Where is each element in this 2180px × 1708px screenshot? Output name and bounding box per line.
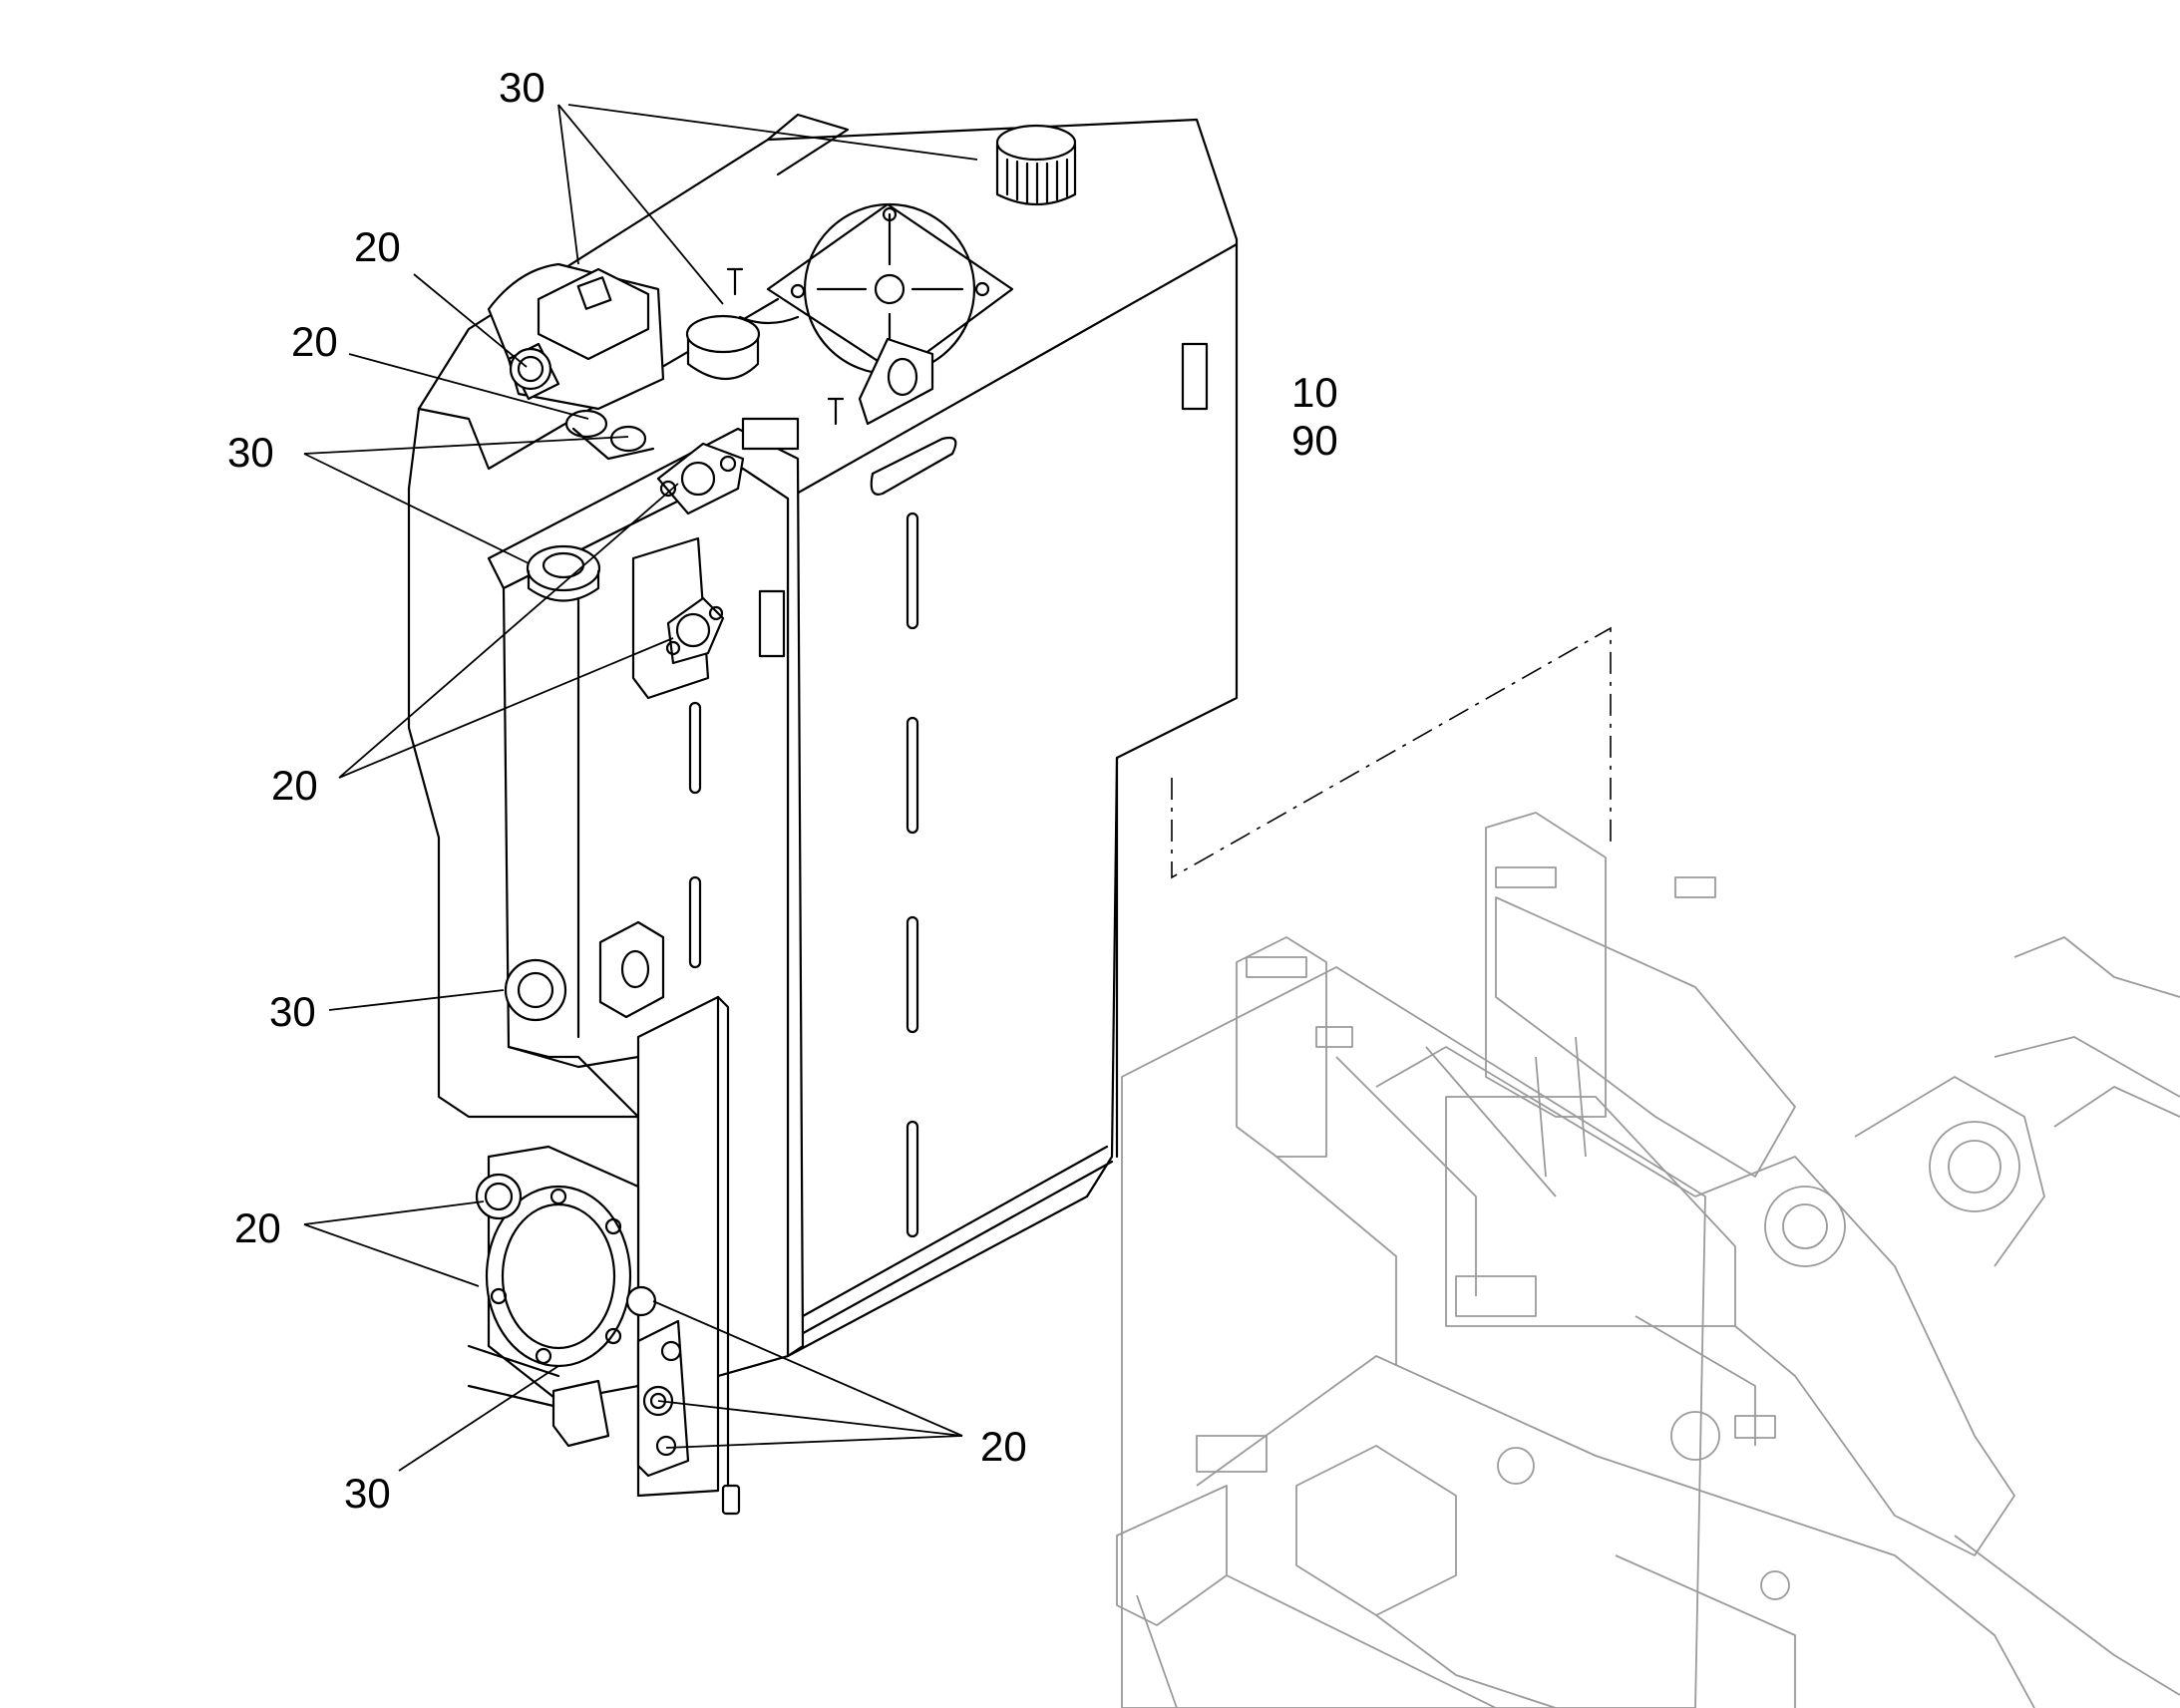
callout-mid-20: 20 [271,762,318,809]
drain-plate [625,1285,690,1478]
callout-upper-20-a: 20 [354,223,401,270]
callout-right-90: 90 [1291,417,1338,464]
filter-housing [467,1145,640,1448]
callout-bottom-20-right: 20 [980,1423,1027,1470]
square-flange-lower [598,920,665,1019]
level-sensor-unit [487,262,665,411]
flange-fitting-mid [631,536,725,700]
tank-assembly [407,113,1239,1516]
machine-frame [1116,812,2180,1708]
flange-fitting-top [656,442,745,515]
mounting-reference-line [1171,626,1612,879]
callout-left-30: 30 [227,429,274,476]
fitting-30-upper [609,425,647,453]
breather-cap [995,124,1077,206]
callout-right-10: 10 [1291,369,1338,416]
side-port-30 [504,958,567,1022]
callout-bottom-30: 30 [344,1470,391,1517]
callout-top-30: 30 [499,64,545,111]
callout-upper-20-b: 20 [291,318,338,365]
callout-lower-20-left: 20 [234,1204,281,1251]
callout-lower-30: 30 [269,988,316,1035]
leader-lines [303,104,978,1472]
small-cylinder-cap [685,314,800,381]
